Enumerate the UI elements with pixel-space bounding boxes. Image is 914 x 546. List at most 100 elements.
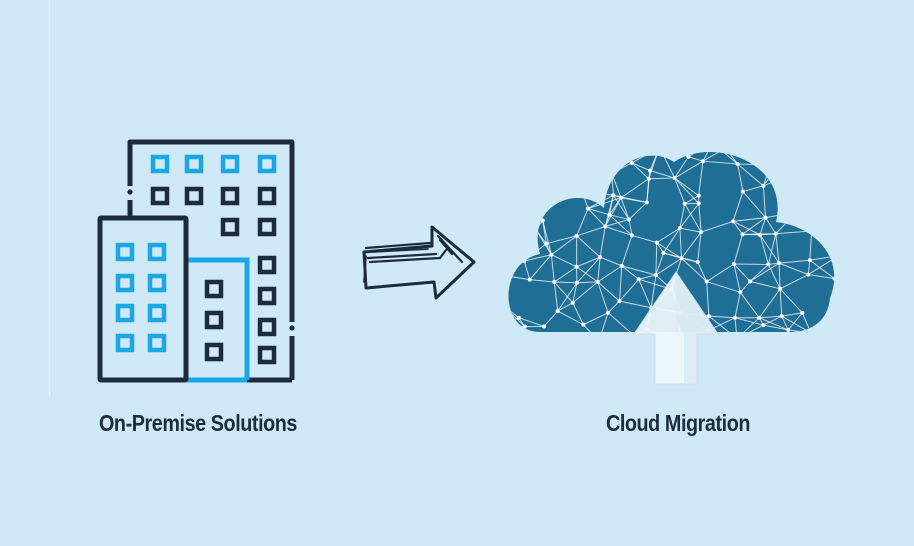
mesh-node	[575, 130, 579, 134]
mesh-line	[552, 151, 569, 163]
window	[147, 242, 167, 262]
mesh-line	[620, 197, 630, 220]
mesh-line	[706, 263, 735, 282]
mesh-line	[809, 259, 835, 280]
mesh-line	[597, 257, 601, 282]
mesh-line	[508, 260, 525, 267]
mesh-node	[633, 334, 637, 338]
mesh-line	[811, 226, 835, 232]
window	[220, 217, 240, 237]
mesh-line	[529, 254, 552, 280]
mesh-line	[543, 151, 554, 170]
mesh-node	[817, 132, 821, 136]
wall-dot	[127, 189, 133, 195]
mesh-line	[535, 184, 550, 198]
cloud-migration-label: Cloud Migration	[605, 410, 751, 436]
mesh-line	[770, 164, 783, 179]
window	[204, 279, 224, 299]
mesh-line	[576, 281, 598, 284]
mesh-line	[517, 210, 537, 231]
mesh-node	[646, 176, 651, 181]
mesh-line	[572, 282, 578, 303]
mesh-node	[597, 143, 601, 147]
mesh-line	[649, 170, 675, 179]
mesh-line	[733, 234, 743, 265]
mesh-line	[598, 312, 609, 332]
mesh-line	[517, 210, 543, 221]
mesh-node	[779, 176, 784, 181]
mesh-line	[621, 235, 633, 267]
mesh-line	[759, 317, 789, 331]
mesh-node	[581, 322, 586, 327]
mesh-node	[809, 331, 814, 332]
mesh-node	[696, 193, 701, 198]
mesh-node	[777, 261, 782, 266]
mesh-line	[733, 217, 766, 222]
mesh-line	[582, 324, 600, 332]
mesh-line	[527, 137, 553, 140]
mesh-line	[650, 274, 657, 308]
arrow-shading	[364, 234, 464, 264]
mesh-line	[607, 312, 635, 332]
mesh-node	[677, 226, 682, 231]
mesh-node	[552, 280, 557, 285]
mesh-node	[674, 134, 678, 138]
mesh-line	[795, 189, 822, 213]
mesh-line	[725, 151, 738, 165]
mesh-line	[759, 315, 782, 319]
mesh-node	[522, 324, 527, 329]
mesh-line	[544, 161, 569, 170]
window	[204, 342, 224, 362]
mesh-line	[587, 208, 606, 227]
mesh-line	[698, 161, 704, 196]
mesh-node	[579, 188, 584, 193]
mesh-line	[597, 281, 620, 302]
mesh-line	[779, 288, 803, 314]
mesh-line	[517, 196, 536, 212]
mesh-line	[781, 312, 803, 317]
mesh-node	[533, 195, 538, 200]
mesh-line	[583, 312, 609, 326]
mesh-line	[749, 264, 769, 282]
mesh-node	[845, 130, 849, 134]
mesh-line	[732, 191, 744, 222]
mesh-node	[566, 160, 571, 165]
window-row	[150, 154, 277, 174]
mesh-line	[674, 177, 700, 204]
window	[147, 303, 167, 323]
mesh-node	[779, 314, 784, 319]
mesh-line	[576, 256, 601, 284]
mesh-line	[656, 242, 664, 254]
mesh-line	[599, 137, 619, 145]
mesh-line	[820, 178, 835, 190]
mesh-line	[706, 281, 710, 317]
window	[257, 317, 277, 337]
middle-block-outline	[186, 257, 250, 380]
mesh-line	[759, 217, 766, 236]
mesh-line	[688, 151, 714, 158]
mesh-line	[535, 169, 545, 198]
mesh-line	[808, 162, 822, 190]
mesh-line	[492, 141, 500, 159]
mesh-line	[787, 312, 803, 331]
window	[184, 154, 204, 174]
window	[115, 333, 135, 353]
mesh-line	[508, 187, 519, 212]
mesh-line	[663, 227, 681, 254]
mesh-node	[832, 276, 835, 281]
cloud-upload-network-icon	[492, 130, 849, 385]
mesh-line	[681, 257, 708, 282]
mesh-line	[739, 291, 760, 319]
mesh-line	[737, 163, 764, 187]
mesh-line	[811, 333, 832, 334]
mesh-line	[808, 274, 835, 280]
mesh-node	[574, 264, 579, 269]
mesh-line	[620, 178, 649, 199]
mesh-line	[598, 151, 613, 174]
mesh-line	[553, 281, 574, 304]
mesh-line	[631, 162, 650, 180]
mesh-line	[702, 151, 714, 162]
mesh-node	[527, 277, 532, 282]
mesh-line	[762, 185, 767, 218]
wall-dot	[289, 325, 295, 331]
